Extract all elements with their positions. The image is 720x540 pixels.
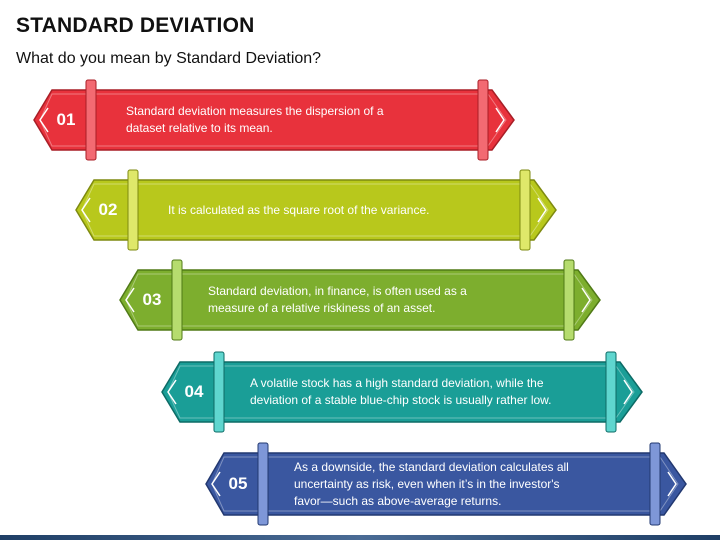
banner-shape [119, 259, 601, 341]
page-subtitle: What do you mean by Standard Deviation? [16, 50, 322, 67]
step-text: A volatile stock has a high standard dev… [250, 376, 552, 407]
step-number: 03 [142, 290, 162, 309]
step-text: Standard deviation measures the dispersi… [126, 104, 384, 135]
step-number: 05 [228, 474, 248, 493]
step-text: Standard deviation, in finance, is often… [208, 284, 467, 315]
step-number: 04 [184, 382, 204, 401]
step-banner-05: 05 As a downside, the standard deviation… [202, 442, 688, 526]
banner-shape [205, 442, 687, 526]
step-banner-04: 04 A volatile stock has a high standard … [158, 351, 644, 433]
step-number: 02 [98, 200, 118, 219]
banner-shape [75, 169, 557, 251]
step-text: As a downside, the standard deviation ca… [294, 459, 569, 508]
step-banner-02: 02 It is calculated as the square root o… [72, 169, 558, 251]
step-text: It is calculated as the square root of t… [168, 202, 430, 217]
step-number: 01 [56, 110, 76, 129]
step-banner-03: 03 Standard deviation, in finance, is of… [116, 259, 602, 341]
banner-shape [161, 351, 643, 433]
bottom-accent-bar [0, 535, 720, 540]
step-banner-01: 01 Standard deviation measures the dispe… [30, 79, 516, 161]
banner-shape [33, 79, 515, 161]
page-title: STANDARD DEVIATION [16, 14, 255, 37]
